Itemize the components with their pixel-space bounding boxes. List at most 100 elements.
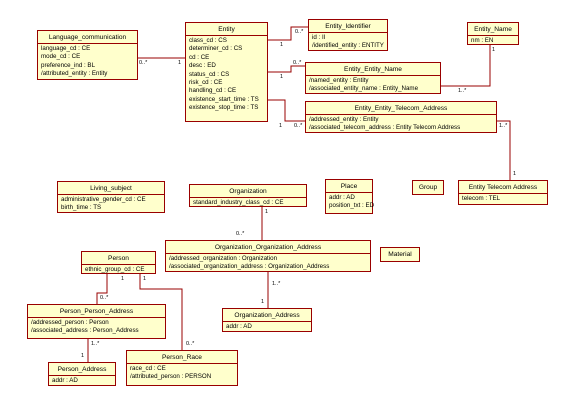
class-attribute: addr : AD — [329, 194, 355, 201]
class-attribute: /addressed_person : Person — [31, 319, 109, 326]
multiplicity-label: 0..* — [186, 341, 195, 347]
class-language-communication[interactable]: Language_communication language_cd : CE … — [37, 30, 138, 80]
multiplicity-label: 0..* — [100, 295, 109, 301]
class-attribute: /addressed_organization : Organization — [169, 255, 278, 262]
class-person-person-address[interactable]: Person_Person_Address /addressed_person … — [27, 304, 166, 339]
class-attribute: standard_industry_class_cd : CE — [193, 199, 284, 206]
assoc-person-race — [139, 274, 183, 350]
multiplicity-label: 1 — [492, 47, 496, 53]
class-entity-name[interactable]: Entity_Name nm : EN — [467, 22, 519, 45]
class-name: Entity_Entity_Name — [306, 63, 440, 76]
class-attribute: /associated_organization_address : Organ… — [169, 263, 330, 271]
multiplicity-label: 1..* — [499, 123, 508, 129]
class-name: Entity Telecom Address — [459, 181, 547, 194]
class-attribute: preference_ind : BL — [41, 61, 96, 69]
class-attribute: id : II — [312, 34, 326, 41]
class-name: Person_Person_Address — [28, 305, 165, 318]
multiplicity-label: 0..* — [294, 123, 303, 129]
class-name: Organization_Address — [223, 309, 311, 322]
class-entity-entity-telecom-address[interactable]: Entity_Entity_Telecom_Address /addressed… — [305, 101, 497, 133]
class-material[interactable]: Material — [380, 247, 420, 262]
multiplicity-label: 1 — [81, 353, 85, 359]
multiplicity-label: 0..* — [295, 29, 304, 35]
class-person[interactable]: Person ethnic_group_cd : CE — [81, 251, 156, 274]
class-person-race[interactable]: Person_Race race_cd : CE /attributed_per… — [126, 350, 238, 386]
class-entity-telecom-address[interactable]: Entity Telecom Address telecom : TEL — [458, 180, 548, 205]
class-attribute: risk_cd : CE — [189, 79, 223, 87]
class-attribute: /associated_address : Person_Address — [31, 327, 139, 335]
class-attribute: administrative_gender_cd : CE — [61, 196, 146, 203]
multiplicity-label: 1 — [121, 276, 125, 282]
class-name: Living_subject — [58, 182, 164, 195]
class-person-address[interactable]: Person_Address addr : AD — [48, 362, 116, 386]
class-attribute: race_cd : CE — [130, 365, 166, 372]
multiplicity-label: 1 — [261, 299, 265, 305]
class-attribute: telecom : TEL — [462, 195, 501, 202]
multiplicity-label: 0..* — [139, 60, 148, 66]
multiplicity-label: 1 — [513, 171, 517, 177]
class-attribute: /associated_telecom_address : Entity Tel… — [309, 124, 461, 132]
class-name: Entity_Name — [468, 23, 518, 36]
class-attribute: status_cd : CS — [189, 70, 230, 78]
class-attribute: language_cd : CE — [41, 45, 91, 52]
assoc-entity-identifier — [268, 26, 308, 41]
assoc-entity-entityname — [268, 65, 305, 73]
class-name: Group — [418, 184, 438, 191]
multiplicity-label: 1..* — [458, 88, 467, 94]
class-living-subject[interactable]: Living_subject administrative_gender_cd … — [57, 181, 165, 213]
class-name: Entity_Entity_Telecom_Address — [306, 102, 496, 115]
assoc-een-name — [441, 45, 491, 87]
multiplicity-label: 1 — [280, 74, 284, 80]
multiplicity-label: 1..* — [272, 281, 281, 287]
class-name: Person_Address — [49, 363, 115, 376]
assoc-entity-eeta — [268, 99, 305, 122]
multiplicity-label: 1 — [280, 42, 284, 48]
multiplicity-label: 0..* — [236, 231, 245, 237]
class-attribute: /named_entity : Entity — [309, 77, 369, 84]
multiplicity-label: 1..* — [91, 341, 100, 347]
class-name: Material — [388, 251, 412, 258]
multiplicity-label: 1 — [143, 276, 147, 282]
class-attribute: class_cd : CS — [189, 37, 227, 44]
class-attribute: cd : CE — [189, 53, 210, 61]
multiplicity-label: 1 — [178, 60, 182, 66]
class-attribute: /addressed_entity : Entity — [309, 116, 379, 123]
class-name: Place — [326, 180, 372, 193]
class-attribute: handling_cd : CE — [189, 87, 237, 95]
class-attribute: /attributed_entity : Entity — [41, 70, 108, 78]
class-place[interactable]: Place addr : AD position_txt : ED — [325, 179, 375, 214]
class-name: Organization — [190, 185, 306, 198]
class-attribute: position_txt : ED — [329, 202, 375, 210]
class-entity[interactable]: Entity class_cd : CS determiner_cd : CS … — [185, 22, 268, 122]
class-attribute: /attributed_person : PERSON — [130, 373, 212, 381]
class-attribute: /identified_entity : ENTITY — [312, 42, 384, 50]
class-group[interactable]: Group — [412, 180, 444, 195]
class-entity-entity-name[interactable]: Entity_Entity_Name /named_entity : Entit… — [305, 62, 441, 94]
class-name: Entity_Identifier — [309, 20, 387, 33]
class-attribute: determiner_cd : CS — [189, 45, 243, 53]
class-organization[interactable]: Organization standard_industry_class_cd … — [189, 184, 307, 207]
class-attribute: mode_cd : CE — [41, 53, 81, 61]
class-name: Organization_Organization_Address — [166, 241, 370, 254]
class-attribute: /associated_entity_name : Entity_Name — [309, 85, 419, 93]
multiplicity-label: 0..* — [293, 60, 302, 66]
class-organization-organization-address[interactable]: Organization_Organization_Address /addre… — [165, 240, 371, 272]
multiplicity-label: 1 — [279, 123, 283, 129]
class-attribute: addr : AD — [52, 377, 78, 384]
class-attribute: addr : AD — [226, 323, 252, 330]
class-attribute: ethnic_group_cd : CE — [85, 266, 145, 273]
class-organization-address[interactable]: Organization_Address addr : AD — [222, 308, 312, 332]
class-attribute: desc : ED — [189, 62, 216, 70]
assoc-person-ppa — [96, 274, 108, 304]
class-entity-identifier[interactable]: Entity_Identifier id : II /identified_en… — [308, 19, 388, 51]
assoc-eeta-eta — [497, 120, 511, 180]
class-attribute: birth_time : TS — [61, 204, 102, 212]
class-name: Person_Race — [127, 351, 237, 364]
class-attribute: existence_start_time : TS — [189, 95, 259, 103]
multiplicity-label: 1 — [265, 209, 269, 215]
class-attribute: existence_stop_time : TS — [189, 104, 259, 112]
class-name: Language_communication — [38, 31, 137, 44]
class-name: Entity — [186, 23, 267, 36]
